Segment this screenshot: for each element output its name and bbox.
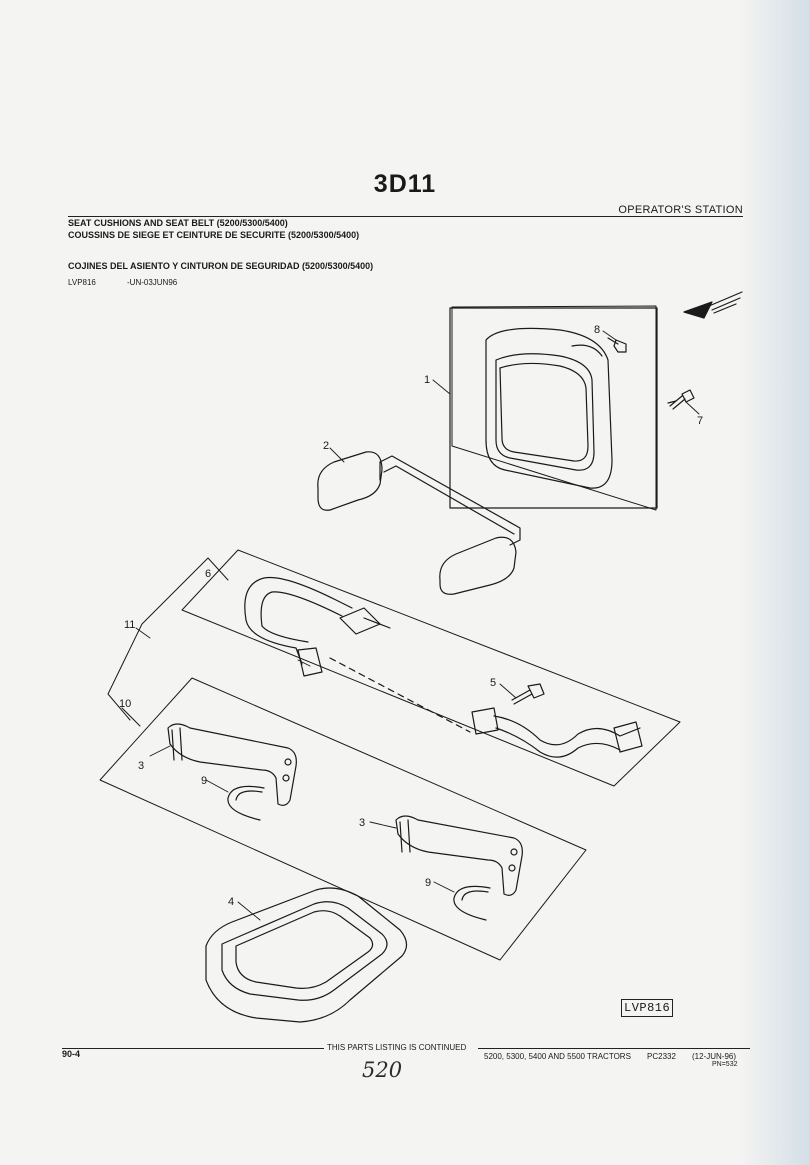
pn-number: PN=532 (712, 1061, 738, 1068)
page-number: 90-4 (62, 1049, 81, 1059)
callout-9: 9 (201, 775, 207, 787)
armrest-assembly (317, 451, 521, 595)
group-6-bracket (207, 557, 229, 581)
seat-bracket-left (167, 723, 297, 806)
backrest-cushion (485, 327, 613, 489)
callout-1: 1 (424, 374, 430, 386)
seat-bracket-right (395, 815, 523, 896)
group-11-bracket (107, 557, 209, 721)
pc-number: PC2332 (647, 1052, 676, 1061)
footer-rule-left (62, 1048, 324, 1049)
callout-6: 6 (205, 568, 211, 580)
page-code: 3D11 (373, 170, 437, 198)
callout-5: 5 (490, 677, 496, 689)
print-date: (12-JUN-96) (692, 1052, 737, 1061)
bolt-7-icon (667, 389, 695, 410)
seat-cushion (205, 887, 408, 1023)
callout-11: 11 (124, 619, 135, 631)
callout-3b: 3 (359, 817, 365, 829)
scan-edge-tint (740, 0, 810, 1165)
section-title: OPERATOR'S STATION (618, 204, 743, 216)
clip-9-right-icon (453, 885, 491, 921)
callout-8: 8 (594, 324, 600, 336)
illustration-date: -UN-03JUN96 (127, 278, 178, 287)
callout-9b: 9 (425, 877, 431, 889)
title-french: COUSSINS DE SIEGE ET CEINTURE DE SECURIT… (68, 230, 360, 240)
clip-9-left-icon (227, 785, 265, 821)
tractor-models: 5200, 5300, 5400 AND 5500 TRACTORS (484, 1052, 631, 1061)
header-rule (68, 216, 743, 217)
title-english: SEAT CUSHIONS AND SEAT BELT (5200/5300/5… (68, 218, 288, 228)
footer-rule-right (478, 1048, 750, 1049)
bolt-8-icon (607, 337, 627, 353)
group-10-bracket (121, 707, 141, 727)
continued-notice: THIS PARTS LISTING IS CONTINUED (327, 1043, 467, 1052)
bracket-panel (99, 677, 587, 961)
illustration-ref: LVP816 (68, 278, 96, 287)
seat-belt (244, 576, 643, 758)
backrest-box (449, 307, 658, 509)
callout-3: 3 (138, 760, 144, 772)
title-spanish: COJINES DEL ASIENTO Y CINTURON DE SEGURI… (68, 261, 374, 271)
callout-7: 7 (697, 415, 703, 427)
backrest-frame (451, 305, 657, 511)
callout-10: 10 (119, 698, 131, 710)
figure-label: LVP816 (621, 999, 674, 1017)
handwritten-note: 520 (362, 1058, 403, 1082)
direction-arrow-icon (683, 291, 743, 319)
bolt-5-icon (511, 683, 545, 705)
callout-2: 2 (323, 440, 329, 452)
callout-4: 4 (228, 896, 234, 908)
seat-belt-panel (181, 549, 681, 787)
